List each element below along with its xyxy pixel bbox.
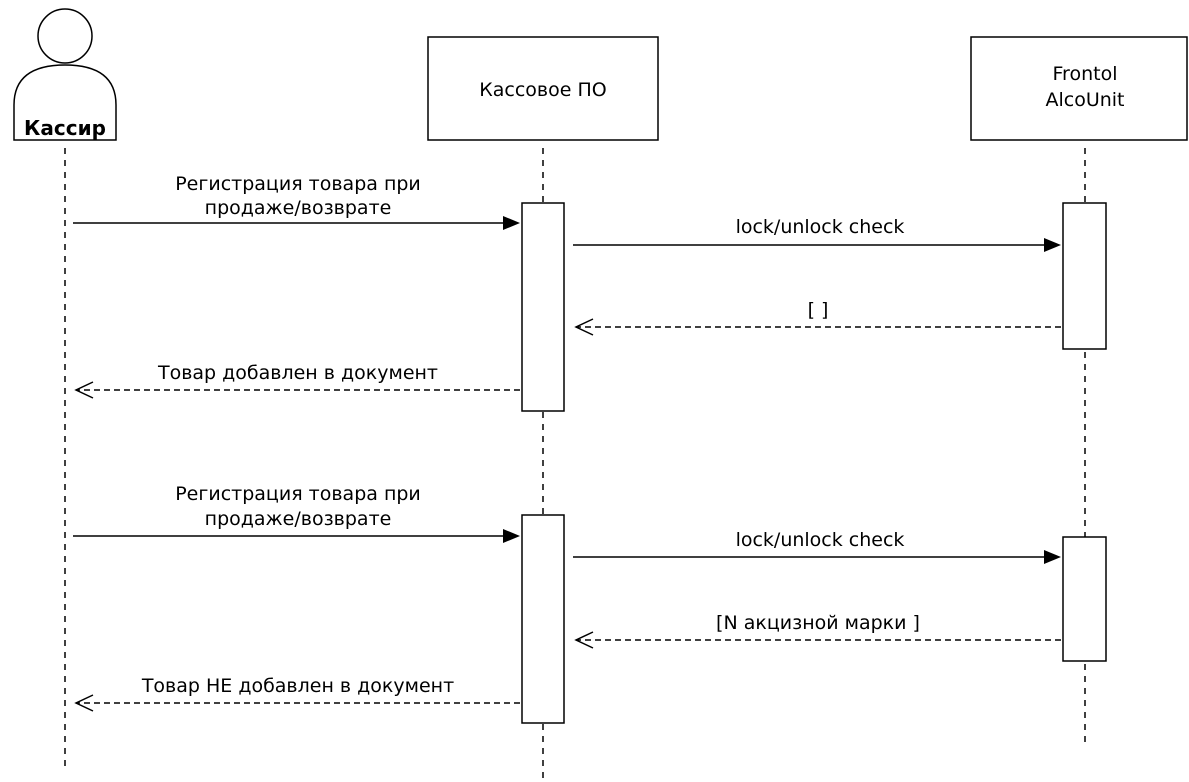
message-label: Товар НЕ добавлен в документ bbox=[141, 675, 454, 697]
participant-pos: Кассовое ПО bbox=[427, 36, 659, 141]
message-label: [ ] bbox=[808, 299, 829, 321]
filled-arrow-head-icon bbox=[1044, 238, 1061, 252]
participant-frontol: Frontol AlcoUnit bbox=[970, 36, 1188, 141]
message-item-added: Товар добавлен в документ bbox=[74, 362, 520, 399]
message-register-item-2: Регистрация товара при продаже/возврате bbox=[73, 483, 520, 543]
message-lock-unlock-2: lock/unlock check bbox=[573, 529, 1061, 564]
participant-pos-box bbox=[427, 36, 659, 141]
actor-head-icon bbox=[37, 8, 93, 64]
message-label: lock/unlock check bbox=[736, 529, 905, 551]
activation-pos-2 bbox=[521, 514, 565, 724]
participant-pos-label: Кассовое ПО bbox=[479, 79, 606, 101]
participant-frontol-label-line1: Frontol bbox=[1053, 63, 1118, 85]
actor-cashier-label: Кассир bbox=[24, 116, 106, 140]
message-register-item-1: Регистрация товара при продаже/возврате bbox=[73, 173, 520, 230]
message-item-not-added: Товар НЕ добавлен в документ bbox=[74, 675, 520, 712]
message-label-line2: продаже/возврате bbox=[205, 197, 392, 219]
open-arrow-head-icon bbox=[74, 694, 94, 712]
activation-frontol-1 bbox=[1062, 202, 1107, 350]
filled-arrow-head-icon bbox=[503, 216, 520, 230]
message-lock-unlock-1: lock/unlock check bbox=[573, 216, 1061, 252]
message-label: [N акцизной марки ] bbox=[716, 612, 920, 634]
message-label-line1: Регистрация товара при bbox=[175, 173, 421, 195]
filled-arrow-head-icon bbox=[503, 529, 520, 543]
message-label-line1: Регистрация товара при bbox=[175, 483, 421, 505]
filled-arrow-head-icon bbox=[1044, 550, 1061, 564]
participant-frontol-box bbox=[970, 36, 1188, 141]
participant-frontol-label-line2: AlcoUnit bbox=[1045, 89, 1124, 111]
message-label: lock/unlock check bbox=[736, 216, 905, 238]
open-arrow-head-icon bbox=[574, 318, 594, 336]
actor-cashier: Кассир bbox=[13, 8, 117, 141]
message-return-empty: [ ] bbox=[574, 299, 1061, 336]
message-label: Товар добавлен в документ bbox=[157, 362, 438, 384]
message-label-line2: продаже/возврате bbox=[205, 508, 392, 530]
activation-pos-1 bbox=[521, 202, 565, 412]
activation-frontol-2 bbox=[1062, 536, 1107, 662]
open-arrow-head-icon bbox=[574, 631, 594, 649]
open-arrow-head-icon bbox=[74, 381, 94, 399]
actor-body-icon bbox=[13, 64, 117, 141]
message-return-excise-mark: [N акцизной марки ] bbox=[574, 612, 1061, 649]
